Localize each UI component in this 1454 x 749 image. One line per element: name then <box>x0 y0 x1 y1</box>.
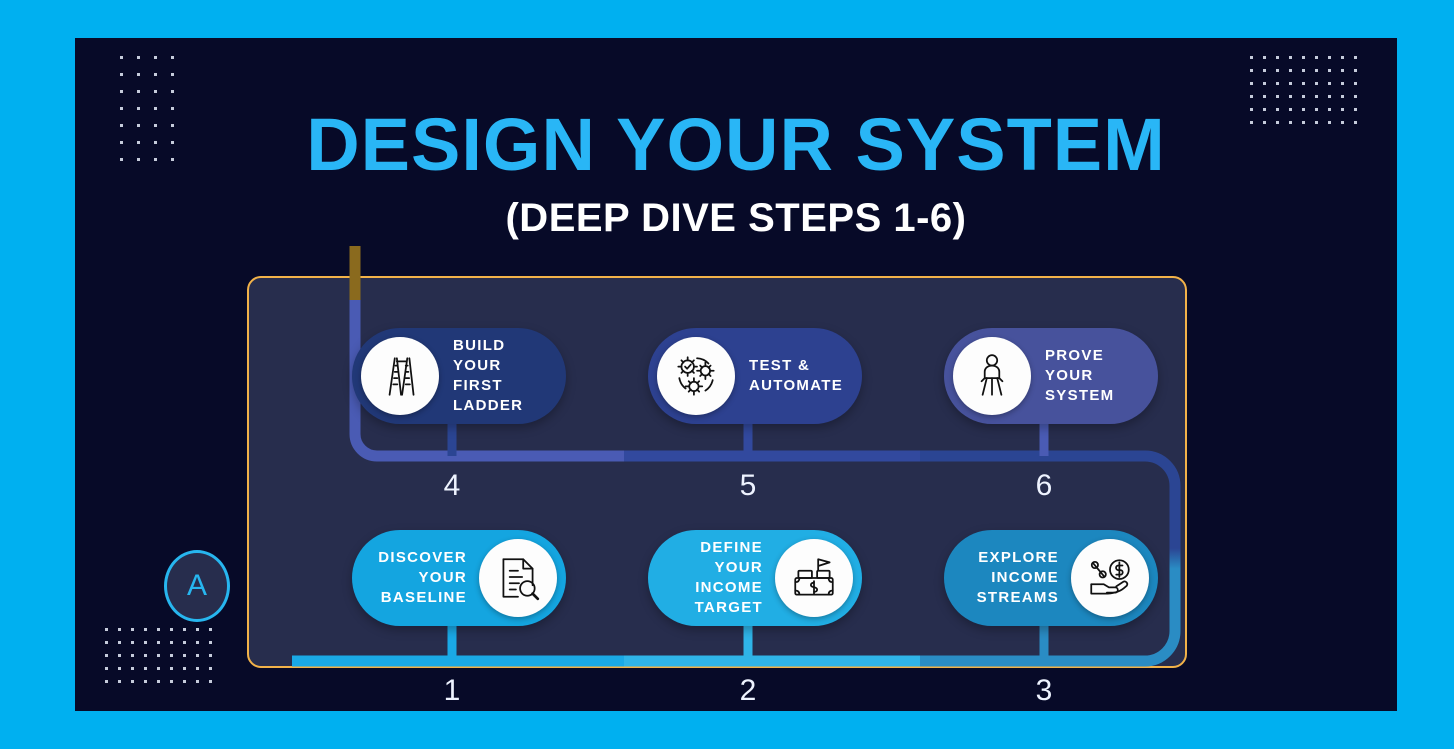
start-marker-label: A <box>186 569 207 602</box>
page-title: DESIGN YOUR SYSTEM <box>306 103 1166 186</box>
hand-coin-percent-icon <box>1071 539 1149 617</box>
dot-grid-top-right-icon <box>1250 56 1367 134</box>
document-search-icon <box>479 539 557 617</box>
step-number-2: 2 <box>739 674 757 707</box>
step-number-6: 6 <box>1035 469 1053 502</box>
step-card-label-1: DISCOVER YOUR BASELINE <box>378 549 467 606</box>
header-block: DESIGN YOUR SYSTEM (DEEP DIVE STEPS 1-6) <box>75 103 1397 240</box>
step-card-label-3: EXPLORE INCOME STREAMS <box>976 549 1059 606</box>
step-number-1: 1 <box>443 674 461 707</box>
step-card-5[interactable]: TEST & AUTOMATE <box>648 328 862 424</box>
step-card-4[interactable]: BUILD YOUR FIRST LADDER <box>352 328 566 424</box>
step-card-1[interactable]: DISCOVER YOUR BASELINE <box>352 530 566 626</box>
step-number-5: 5 <box>739 469 757 502</box>
dot-grid-bottom-left-icon <box>105 628 222 693</box>
step-card-label-4: BUILD YOUR FIRST LADDER <box>453 337 524 414</box>
money-flag-icon <box>775 539 853 617</box>
person-stance-icon <box>953 337 1031 415</box>
page-subtitle: (DEEP DIVE STEPS 1-6) <box>505 196 967 240</box>
gears-check-icon <box>657 337 735 415</box>
step-card-2[interactable]: DEFINE YOUR INCOME TARGET <box>648 530 862 626</box>
slide-canvas: DESIGN YOUR SYSTEM (DEEP DIVE STEPS 1-6)… <box>75 38 1397 711</box>
step-card-label-6: PROVE YOUR SYSTEM <box>1045 347 1115 404</box>
ladder-icon <box>361 337 439 415</box>
step-card-label-2: DEFINE YOUR INCOME TARGET <box>694 539 763 616</box>
dot-grid-top-left-icon <box>120 56 188 175</box>
step-card-label-5: TEST & AUTOMATE <box>749 357 844 394</box>
step-card-3[interactable]: EXPLORE INCOME STREAMS <box>944 530 1158 626</box>
step-number-4: 4 <box>443 469 461 502</box>
step-number-3: 3 <box>1035 674 1053 707</box>
start-marker: A <box>164 550 230 622</box>
step-card-6[interactable]: PROVE YOUR SYSTEM <box>944 328 1158 424</box>
